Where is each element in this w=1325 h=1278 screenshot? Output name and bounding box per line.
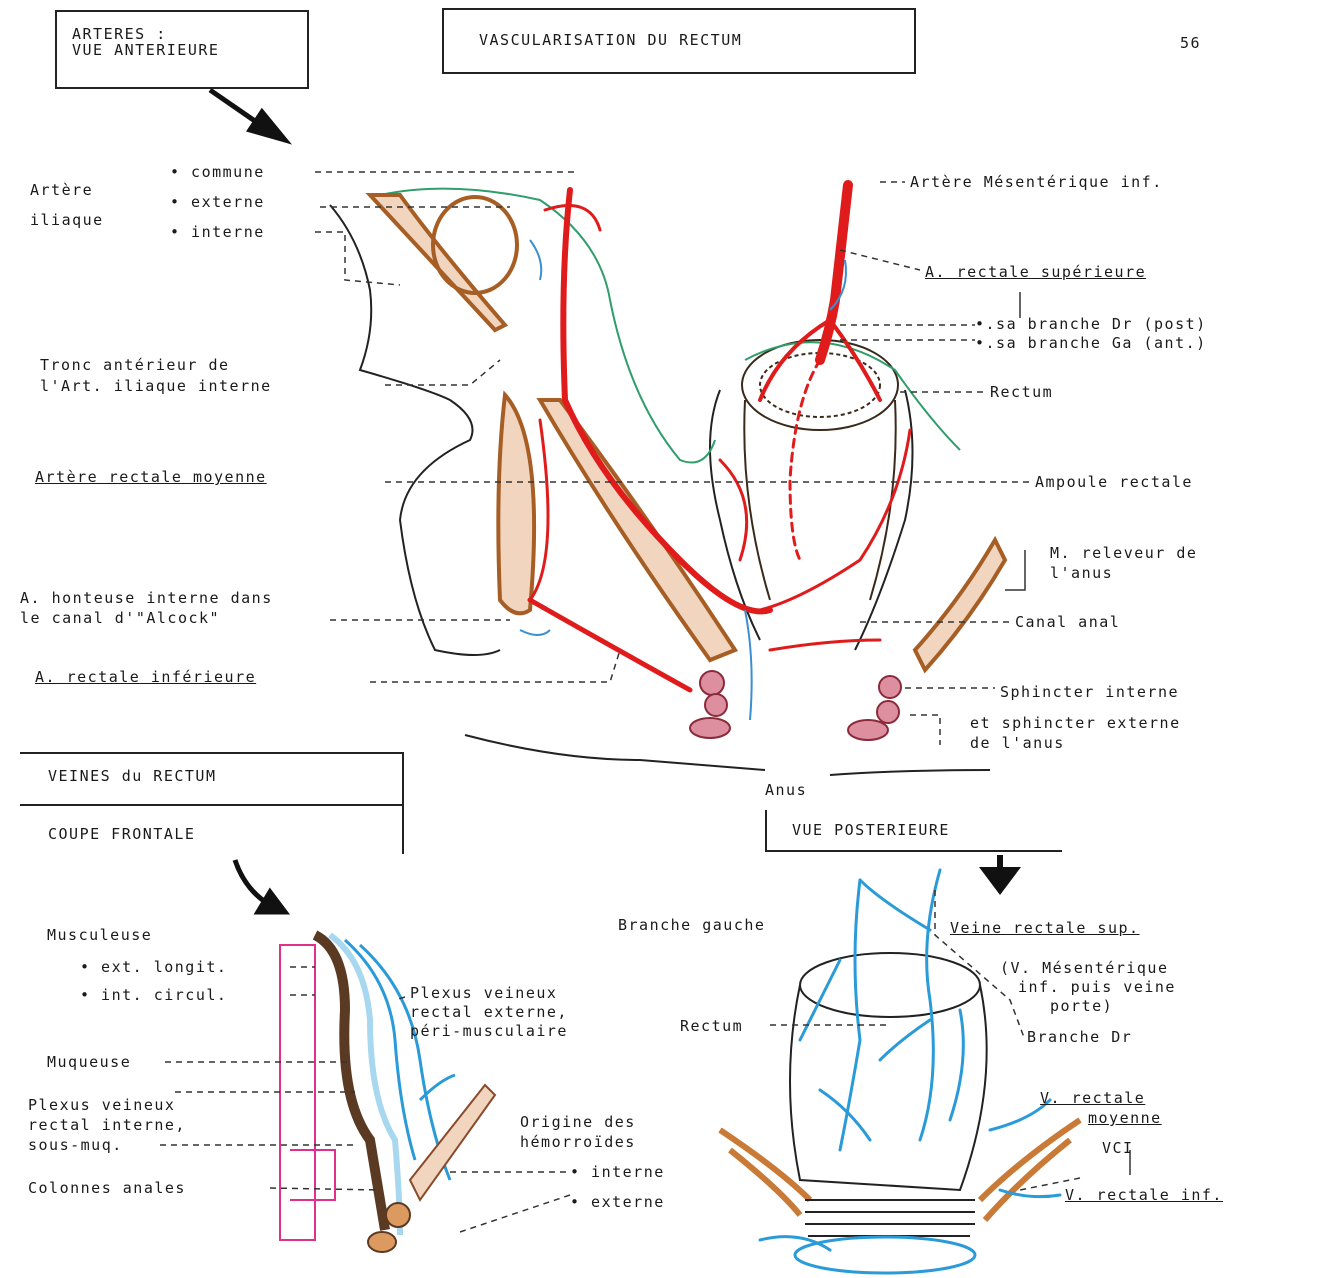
rectum-shape bbox=[742, 340, 898, 600]
releveur-line2: l'anus bbox=[1050, 563, 1113, 583]
veins-header-line2: COUPE FRONTALE bbox=[48, 824, 195, 844]
hemorroide-externe-label: • externe bbox=[570, 1192, 665, 1212]
plexus-int-line3: sous-muq. bbox=[28, 1135, 123, 1155]
branche-dr-label: •.sa branche Dr (post) bbox=[975, 314, 1207, 334]
sphincter-line3: de l'anus bbox=[970, 733, 1065, 753]
leader-lines bbox=[160, 172, 1080, 1232]
veine-rectale-sup-label: Veine rectale sup. bbox=[950, 918, 1140, 938]
page-title: VASCULARISATION DU RECTUM bbox=[479, 30, 742, 50]
honteuse-line1: A. honteuse interne dans bbox=[20, 588, 273, 608]
mesenterique-label: Artère Mésentérique inf. bbox=[910, 172, 1163, 192]
ampoule-label: Ampoule rectale bbox=[1035, 472, 1193, 492]
v-moyenne-line1: V. rectale bbox=[1040, 1088, 1145, 1108]
arteries-header-line2: VUE ANTERIEURE bbox=[72, 40, 219, 60]
plexus-ext-line3: péri-musculaire bbox=[410, 1021, 568, 1041]
rectale-inf-label: A. rectale inférieure bbox=[35, 667, 256, 687]
posterior-header-box: VUE POSTERIEURE bbox=[765, 810, 1062, 852]
veins-header-box: VEINES du RECTUM COUPE FRONTALE bbox=[20, 752, 404, 854]
veins-header-divider bbox=[20, 804, 402, 806]
rectale-sup-label: A. rectale supérieure bbox=[925, 262, 1146, 282]
vci-label: VCI bbox=[1102, 1138, 1134, 1158]
rectale-moyenne-label: Artère rectale moyenne bbox=[35, 467, 267, 487]
down-arrow-icon bbox=[985, 855, 1015, 890]
muqueuse-label: Muqueuse bbox=[47, 1052, 131, 1072]
tronc-line1: Tronc antérieur de bbox=[40, 355, 230, 375]
mesent-line3: porte) bbox=[1050, 996, 1113, 1016]
branche-ga-label: •.sa branche Ga (ant.) bbox=[975, 333, 1207, 353]
posterior-rectum-label: Rectum bbox=[680, 1016, 743, 1036]
canal-anal-label: Canal anal bbox=[1015, 612, 1120, 632]
sphincter-line2: et sphincter externe bbox=[970, 713, 1181, 733]
int-circul-label: • int. circul. bbox=[80, 985, 227, 1005]
colonnes-label: Colonnes anales bbox=[28, 1178, 186, 1198]
plexus-int-line1: Plexus veineux bbox=[28, 1095, 175, 1115]
rectum-label: Rectum bbox=[990, 382, 1053, 402]
arrow-icon bbox=[210, 90, 285, 140]
iliac-label: Artère bbox=[30, 180, 93, 200]
hemorroide-interne-label: • interne bbox=[570, 1162, 665, 1182]
arteries bbox=[530, 185, 910, 690]
anus-label: Anus bbox=[765, 780, 807, 800]
v-moyenne-line2: moyenne bbox=[1088, 1108, 1162, 1128]
title-box: VASCULARISATION DU RECTUM bbox=[442, 8, 916, 74]
iliac-externe: • externe bbox=[170, 192, 265, 212]
veins-header-line1: VEINES du RECTUM bbox=[48, 766, 217, 786]
curved-arrow-icon bbox=[235, 860, 285, 912]
plexus-ext-line2: rectal externe, bbox=[410, 1002, 568, 1022]
page-number: 56 bbox=[1180, 33, 1201, 53]
arteries-header-box: ARTERES : VUE ANTERIEURE bbox=[55, 10, 309, 89]
plexus-int-line2: rectal interne, bbox=[28, 1115, 186, 1135]
sphincter-line1: Sphincter interne bbox=[1000, 682, 1179, 702]
musculeuse-label: Musculeuse bbox=[47, 925, 152, 945]
v-rectale-inf-label: V. rectale inf. bbox=[1065, 1185, 1223, 1205]
tronc-line2: l'Art. iliaque interne bbox=[40, 376, 272, 396]
blue-veins-top bbox=[520, 240, 846, 720]
iliac-interne: • interne bbox=[170, 222, 265, 242]
plexus-ext-line1: Plexus veineux bbox=[410, 983, 557, 1003]
posterior-header: VUE POSTERIEURE bbox=[792, 820, 950, 840]
honteuse-line2: le canal d'"Alcock" bbox=[20, 608, 220, 628]
mesent-line2: inf. puis veine bbox=[1018, 977, 1176, 997]
origine-line2: hémorroïdes bbox=[520, 1132, 636, 1152]
branche-gauche-label: Branche gauche bbox=[618, 915, 765, 935]
releveur-line1: M. releveur de bbox=[1050, 543, 1197, 563]
ext-longit-label: • ext. longit. bbox=[80, 957, 227, 977]
sphincters bbox=[690, 671, 901, 740]
posterior-branche-dr-label: Branche Dr bbox=[1027, 1027, 1132, 1047]
iliac-commune: • commune bbox=[170, 162, 265, 182]
origine-line1: Origine des bbox=[520, 1112, 636, 1132]
mesent-line1: (V. Mésentérique bbox=[1000, 958, 1169, 978]
iliac-label2: iliaque bbox=[30, 210, 104, 230]
